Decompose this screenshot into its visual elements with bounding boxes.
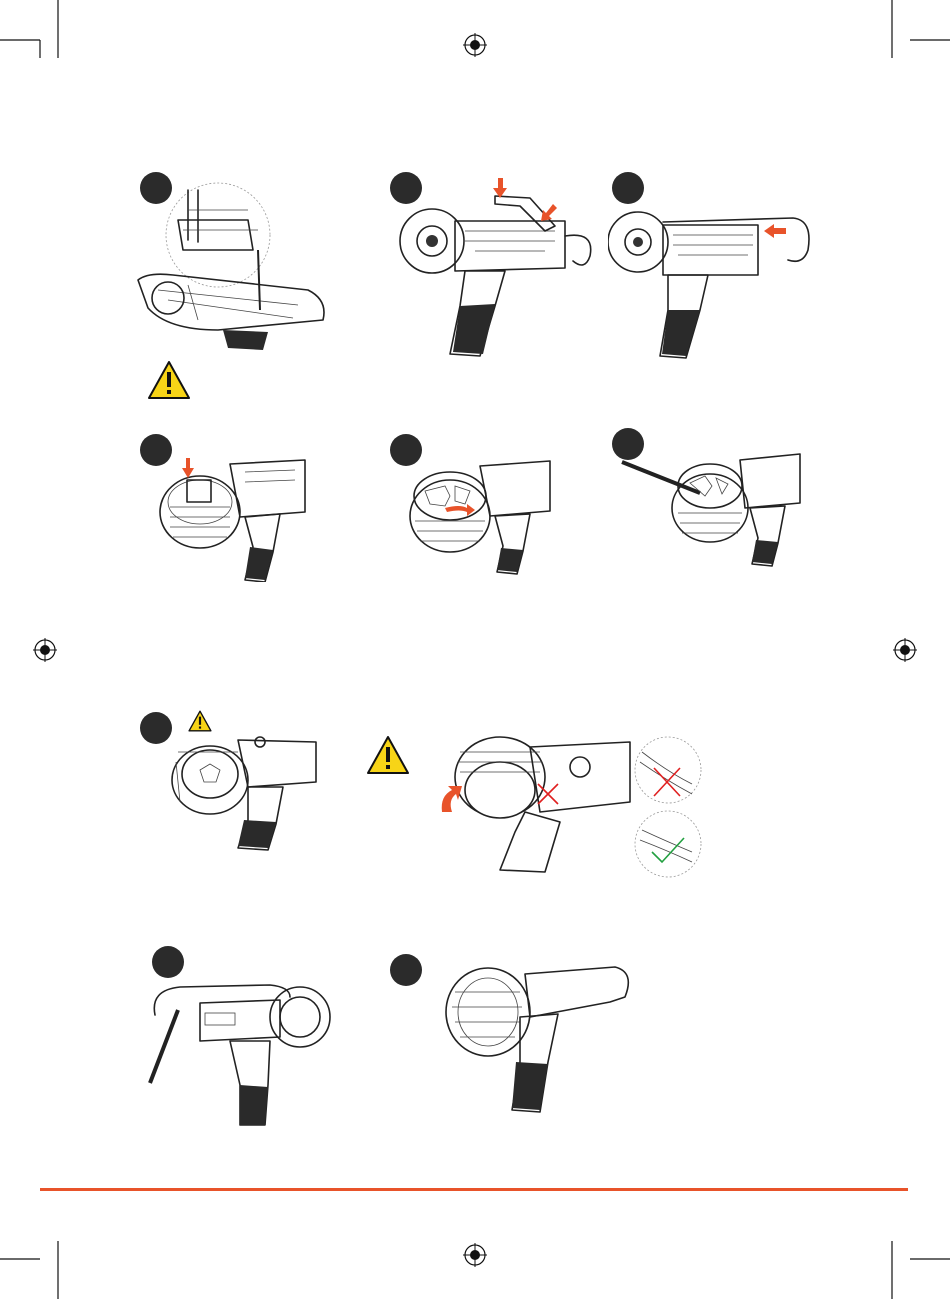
figure-3-drawing [608,180,818,360]
warning-icon [366,735,410,775]
registration-mark-icon [33,638,57,662]
registration-mark-icon [893,638,917,662]
step-badge-8 [152,946,184,978]
figure-6-drawing [620,448,810,568]
registration-mark-icon [463,1243,487,1267]
figure-7-detail-drawing [430,712,720,882]
figure-4-drawing [155,452,315,582]
footer-rule [40,1188,908,1191]
cross-icon [654,768,680,796]
figure-7-drawing [168,732,318,852]
figure-1-drawing [128,180,338,360]
figure-5-drawing [405,456,555,576]
warning-icon [188,710,212,732]
figure-2-drawing [395,176,605,366]
registration-mark-icon [463,33,487,57]
figure-9-drawing [440,962,640,1122]
warning-icon [147,360,191,400]
figure-8-drawing [140,975,340,1135]
step-badge-9 [390,954,422,986]
